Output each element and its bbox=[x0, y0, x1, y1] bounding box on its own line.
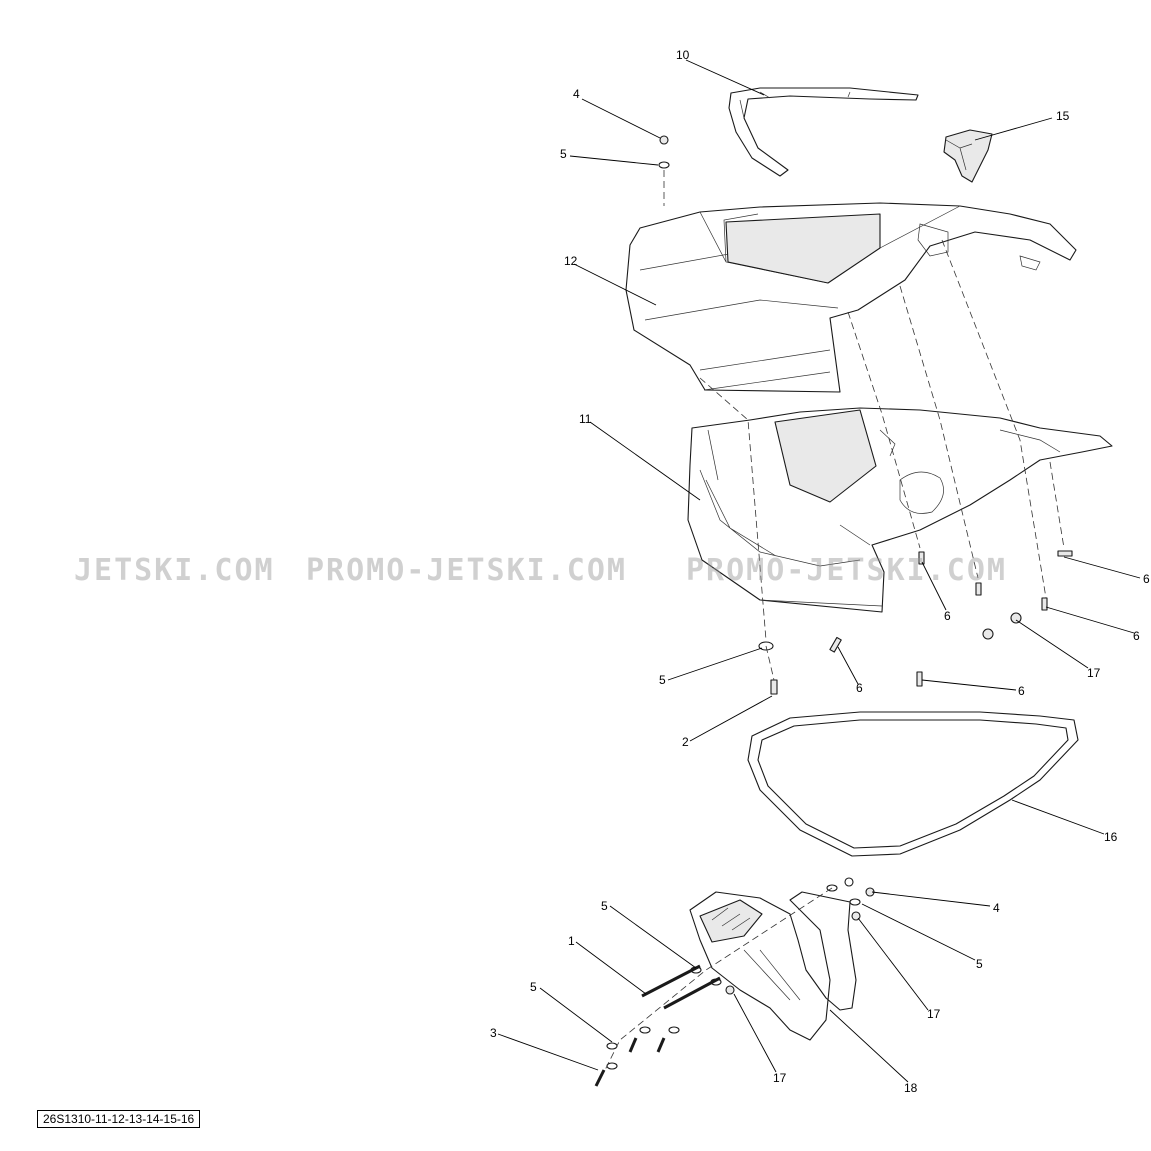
callout-5: 5 bbox=[976, 957, 983, 971]
watermark-jetski: JETSKI.COM bbox=[74, 553, 275, 588]
part-2-bolt bbox=[770, 679, 778, 695]
reference-code: 26S1310-11-12-13-14-15-16 bbox=[37, 1110, 201, 1128]
callout-11: 11 bbox=[579, 412, 592, 426]
part-18-bracket bbox=[689, 891, 857, 1041]
callout-12: 12 bbox=[564, 254, 578, 268]
assembly-axes bbox=[603, 170, 1065, 1073]
leader-lines bbox=[497, 59, 1141, 1083]
part-6-screws bbox=[829, 550, 1073, 687]
watermark-promo-jetski: PROMO-JETSKI.COM bbox=[686, 553, 1007, 588]
callout-6: 6 bbox=[1143, 572, 1150, 586]
callout-6: 6 bbox=[1018, 684, 1025, 698]
part-16-seal bbox=[747, 711, 1079, 857]
callout-5: 5 bbox=[659, 673, 666, 687]
bottom-hardware bbox=[594, 877, 875, 1087]
callout-18: 18 bbox=[904, 1081, 918, 1095]
callout-1: 1 bbox=[568, 934, 575, 948]
callout-4: 4 bbox=[993, 901, 1000, 915]
callout-labels: 10 4 15 5 12 11 6 6 6 17 5 6 6 2 16 4 5 … bbox=[490, 48, 1150, 1095]
callout-3: 3 bbox=[490, 1026, 497, 1040]
part-5-washer-top bbox=[658, 161, 670, 169]
watermark-promo-jetski: PROMO-JETSKI.COM bbox=[306, 553, 627, 588]
callout-17: 17 bbox=[773, 1071, 787, 1085]
callout-2: 2 bbox=[682, 735, 689, 749]
part-15-clip bbox=[943, 129, 993, 183]
callout-17: 17 bbox=[1087, 666, 1101, 680]
part-4-nut-top bbox=[659, 135, 669, 145]
callout-4: 4 bbox=[573, 87, 580, 101]
callout-10: 10 bbox=[676, 48, 690, 62]
callout-5: 5 bbox=[530, 980, 537, 994]
part-17-clips bbox=[982, 612, 1022, 640]
callout-6: 6 bbox=[1133, 629, 1140, 643]
callout-5: 5 bbox=[560, 147, 567, 161]
callout-16: 16 bbox=[1104, 830, 1118, 844]
callout-6: 6 bbox=[944, 609, 951, 623]
part-11-lower-housing bbox=[687, 407, 1113, 613]
callout-17: 17 bbox=[927, 1007, 941, 1021]
callout-6: 6 bbox=[856, 681, 863, 695]
part-12-upper-cover bbox=[625, 202, 1077, 393]
callout-15: 15 bbox=[1056, 109, 1070, 123]
part-10-trim-strip bbox=[728, 87, 919, 177]
callout-5: 5 bbox=[601, 899, 608, 913]
